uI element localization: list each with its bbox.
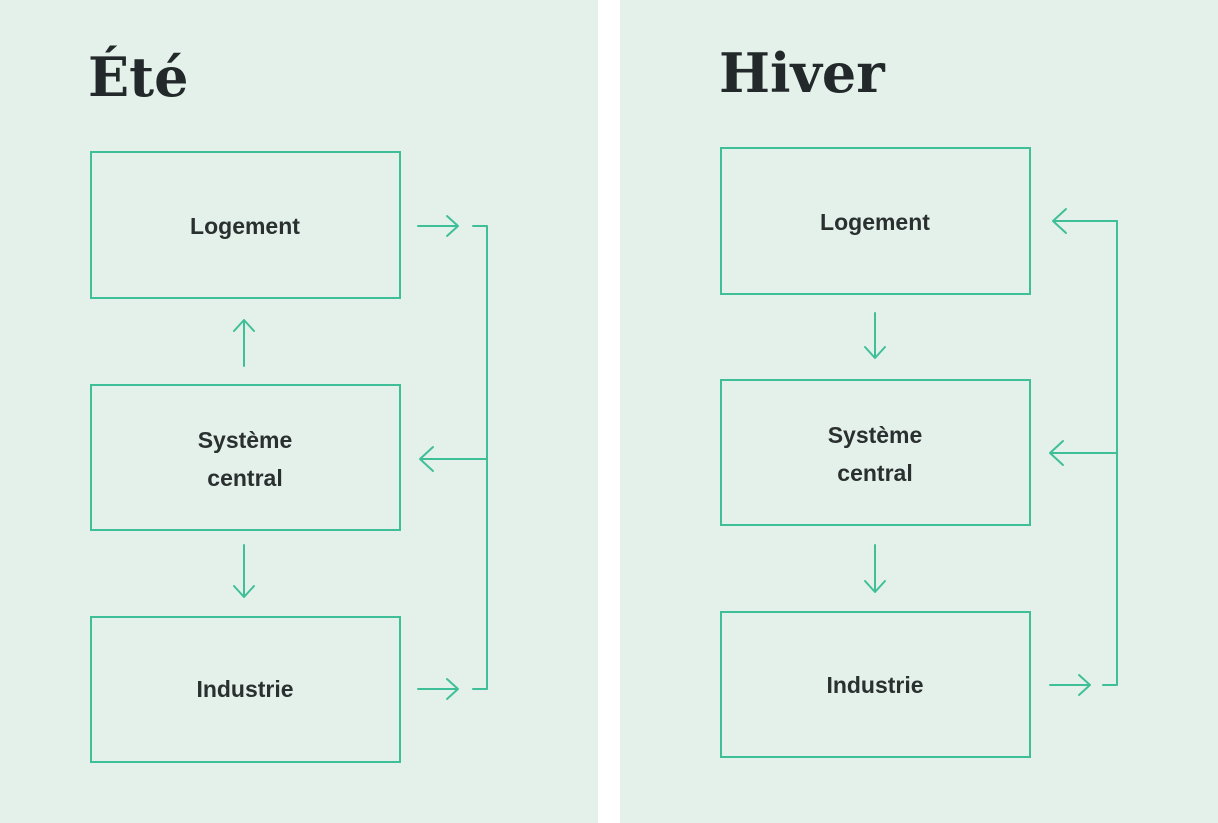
arrow-right-icon [1049, 674, 1091, 696]
node-label: Système [828, 422, 923, 448]
panel-ete: Été Logement Système central Industrie [0, 0, 598, 823]
node-label: central [837, 460, 912, 486]
node-logement [90, 151, 401, 299]
node-label: central [207, 465, 282, 491]
node-systeme-central [90, 384, 401, 531]
node-label: Industrie [826, 672, 923, 698]
panel-background [620, 0, 1218, 823]
arrow-down-icon [864, 312, 886, 359]
arrow-left-icon [419, 446, 488, 472]
panel-title: Hiver [719, 41, 885, 105]
node-label: Logement [820, 209, 930, 235]
return-connector [472, 225, 488, 690]
arrow-left-icon [1049, 440, 1118, 466]
arrow-up-icon [233, 319, 255, 367]
arrow-down-icon [233, 544, 255, 598]
arrow-right-icon [417, 215, 459, 237]
node-industrie [90, 616, 401, 763]
node-label: Logement [190, 213, 300, 239]
panel-background [0, 0, 598, 823]
arrow-down-icon [864, 544, 886, 593]
node-systeme-central [720, 379, 1031, 526]
return-connector [1102, 220, 1118, 686]
node-logement [720, 147, 1031, 295]
arrow-left-icon [1052, 208, 1118, 234]
panel-title: Été [88, 45, 188, 109]
arrow-right-icon [417, 678, 459, 700]
node-label: Système [198, 427, 293, 453]
node-label: Industrie [196, 676, 293, 702]
panel-hiver: Hiver Logement Système central Industrie [620, 0, 1218, 823]
node-industrie [720, 611, 1031, 758]
